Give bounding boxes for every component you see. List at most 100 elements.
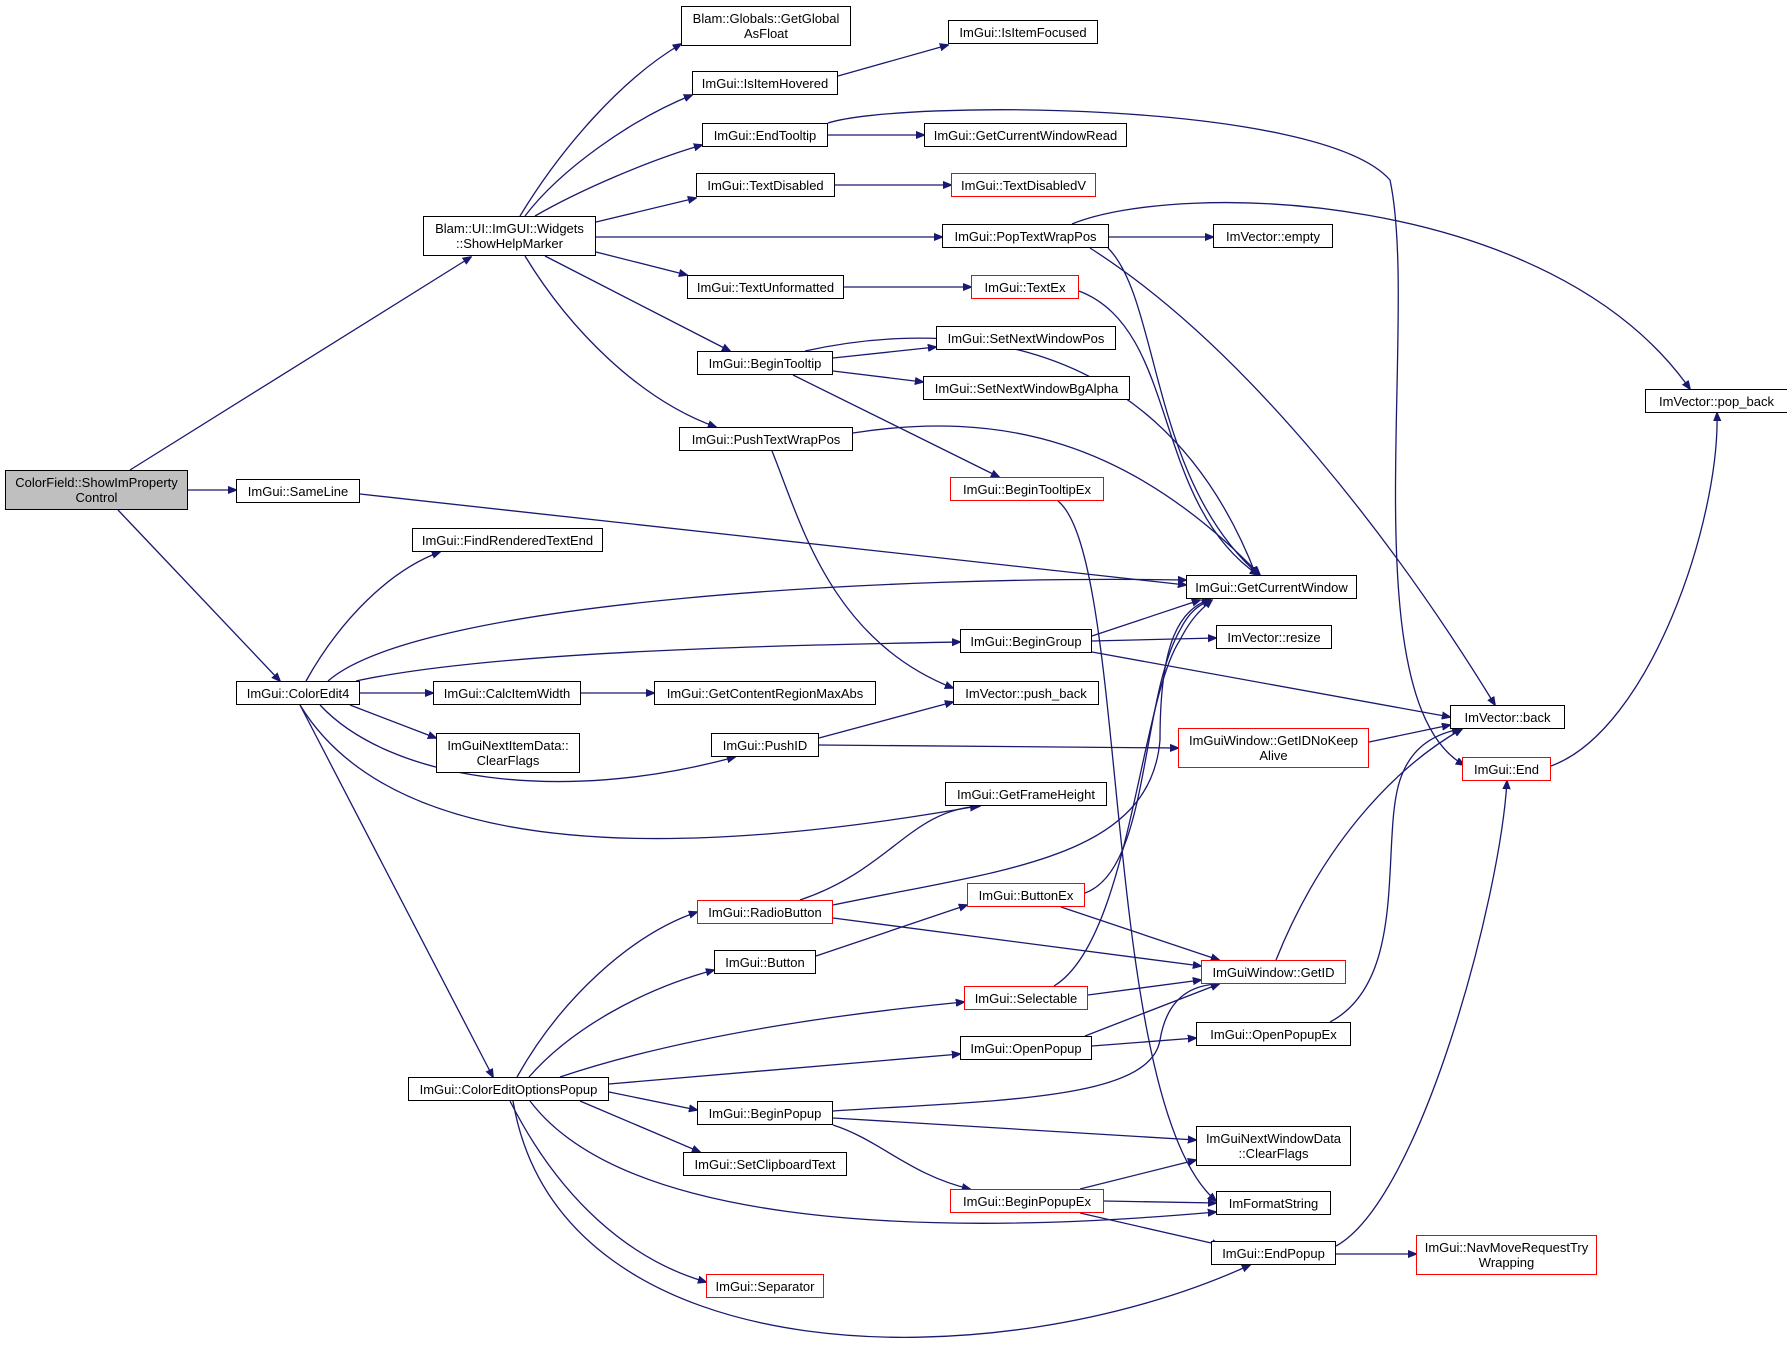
node-getidnokeepalive[interactable]: ImGuiWindow::GetIDNoKeep Alive	[1178, 728, 1369, 768]
node-button[interactable]: ImGui::Button	[714, 950, 816, 974]
edge-begintooltip-getcurwin	[804, 337, 1256, 575]
edge-coloredit4-coloreditoptions	[299, 704, 493, 1077]
node-pushtextwrappos[interactable]: ImGui::PushTextWrapPos	[679, 427, 853, 451]
edge-helpmarker-isitemhovered	[524, 95, 692, 217]
node-getglobalasfloat[interactable]: Blam::Globals::GetGlobal AsFloat	[681, 6, 851, 46]
edge-helpmarker-textdisabled	[595, 198, 696, 223]
node-textex[interactable]: ImGui::TextEx	[971, 275, 1079, 299]
node-beginpopup[interactable]: ImGui::BeginPopup	[697, 1101, 833, 1125]
call-edges	[117, 44, 1717, 1338]
edge-poptextwrap-popback	[1071, 202, 1690, 389]
edge-helpmarker-endtooltip	[534, 145, 702, 217]
edge-selectable-getcurwin	[1053, 600, 1212, 987]
node-begintooltip[interactable]: ImGui::BeginTooltip	[697, 351, 833, 375]
node-imvector-resize[interactable]: ImVector::resize	[1216, 625, 1332, 649]
node-isitemfocused[interactable]: ImGui::IsItemFocused	[948, 20, 1098, 44]
edge-textex-getcurwin	[1078, 290, 1258, 575]
node-separator[interactable]: ImGui::Separator	[706, 1274, 824, 1298]
node-beginpopupex[interactable]: ImGui::BeginPopupEx	[950, 1189, 1104, 1213]
node-setclipboardtext[interactable]: ImGui::SetClipboardText	[683, 1152, 847, 1176]
edge-radiobutton-getid	[832, 917, 1201, 966]
edge-beginpopupex-endpopup	[1079, 1212, 1220, 1245]
edge-coloreditoptions-imformatstring	[529, 1100, 1216, 1224]
edge-buttonex-getid	[1060, 906, 1219, 960]
node-endpopup[interactable]: ImGui::EndPopup	[1211, 1241, 1336, 1265]
node-textunformatted[interactable]: ImGui::TextUnformatted	[687, 275, 844, 299]
node-radiobutton[interactable]: ImGui::RadioButton	[697, 900, 833, 924]
edge-coloredit4-nextitemclear	[349, 704, 436, 738]
edge-coloreditoptions-setclipboard	[579, 1100, 700, 1152]
edge-begintooltipex-imformatstring	[1057, 500, 1216, 1201]
node-end[interactable]: ImGui::End	[1462, 757, 1551, 781]
edge-coloreditoptions-openpopup	[608, 1054, 960, 1085]
edge-begintooltip-setnextwinpos	[832, 347, 936, 359]
edge-beginpopup-nextwinclear	[832, 1117, 1196, 1140]
edge-begintooltip-begintooltipex	[792, 374, 999, 477]
edge-coloredit4-findrendered	[305, 552, 440, 682]
node-imvector-pushback[interactable]: ImVector::push_back	[953, 681, 1099, 705]
edge-getid-vecback	[1275, 729, 1462, 961]
node-pushid[interactable]: ImGui::PushID	[711, 733, 819, 757]
node-coloredit4[interactable]: ImGui::ColorEdit4	[236, 681, 360, 705]
node-textdisabledv[interactable]: ImGui::TextDisabledV	[951, 173, 1096, 197]
node-getcurrentwindowread[interactable]: ImGui::GetCurrentWindowRead	[924, 123, 1127, 147]
node-navmoverequesttrywrapping[interactable]: ImGui::NavMoveRequestTry Wrapping	[1416, 1235, 1597, 1275]
edge-endpopup-end	[1335, 781, 1507, 1247]
node-getframeheight[interactable]: ImGui::GetFrameHeight	[945, 782, 1107, 806]
node-begintooltipex[interactable]: ImGui::BeginTooltipEx	[950, 477, 1104, 501]
edge-coloreditoptions-radiobutton	[516, 912, 697, 1078]
edge-sameline-getcurwin	[359, 493, 1186, 585]
node-imvector-back[interactable]: ImVector::back	[1450, 705, 1565, 729]
node-openpopup[interactable]: ImGui::OpenPopup	[960, 1036, 1092, 1060]
edge-poptextwrap-getcurwin	[1107, 247, 1259, 575]
edge-getidnokeep-vecback	[1368, 725, 1450, 743]
edge-selectable-getid	[1087, 980, 1201, 996]
edge-coloredit4-getcurwin	[327, 579, 1186, 682]
node-textdisabled[interactable]: ImGui::TextDisabled	[696, 173, 835, 197]
edge-pushid-getidnokeep	[818, 745, 1178, 748]
edge-poptextwrap-vecback	[1089, 247, 1495, 705]
node-nextwindowdata-clearflags[interactable]: ImGuiNextWindowData ::ClearFlags	[1196, 1126, 1351, 1166]
edge-endtooltip-end	[827, 109, 1464, 765]
edge-beginpopupex-nextwinclear	[1079, 1160, 1196, 1190]
node-imvector-empty[interactable]: ImVector::empty	[1213, 224, 1333, 248]
edge-coloredit4-getframeheight	[299, 704, 978, 840]
node-coloreditoptionspopup[interactable]: ImGui::ColorEditOptionsPopup	[408, 1077, 609, 1101]
node-getcurrentwindow[interactable]: ImGui::GetCurrentWindow	[1186, 575, 1357, 599]
node-selectable[interactable]: ImGui::Selectable	[964, 986, 1088, 1010]
node-buttonex[interactable]: ImGui::ButtonEx	[967, 883, 1085, 907]
node-nextitemdata-clearflags[interactable]: ImGuiNextItemData:: ClearFlags	[436, 733, 580, 773]
edge-coloreditoptions-selectable	[559, 1002, 964, 1078]
edge-root-helpmarker	[129, 257, 471, 471]
edge-openpopup-openpopupex	[1091, 1038, 1196, 1047]
edge-radiobutton-getframeheight	[799, 806, 980, 901]
node-poptextwrappos[interactable]: ImGui::PopTextWrapPos	[942, 224, 1109, 248]
edge-begingroup-vecback	[1091, 651, 1450, 717]
edge-begingroup-getcurwin	[1091, 600, 1200, 637]
node-isitemhovered[interactable]: ImGui::IsItemHovered	[692, 71, 838, 95]
node-showhelpmarker[interactable]: Blam::UI::ImGUI::Widgets ::ShowHelpMarke…	[423, 216, 596, 256]
edge-beginpopup-getid	[832, 984, 1219, 1112]
node-setnextwindowbgalpha[interactable]: ImGui::SetNextWindowBgAlpha	[923, 376, 1130, 400]
node-findrenderedtextend[interactable]: ImGui::FindRenderedTextEnd	[412, 528, 603, 552]
node-imvector-popback[interactable]: ImVector::pop_back	[1645, 389, 1787, 413]
node-setnextwindowpos[interactable]: ImGui::SetNextWindowPos	[936, 326, 1116, 350]
edge-isitemhovered-isitemfocused	[837, 45, 948, 77]
edge-coloreditoptions-endpopup	[512, 1100, 1250, 1338]
node-colorfield-showimpropertycontrol[interactable]: ColorField::ShowImProperty Control	[5, 470, 188, 510]
edge-pushid-pushback	[818, 702, 953, 739]
edge-helpmarker-textunformatted	[595, 251, 687, 275]
node-begingroup[interactable]: ImGui::BeginGroup	[960, 629, 1092, 653]
edge-root-coloredit4	[117, 509, 280, 681]
node-sameline[interactable]: ImGui::SameLine	[236, 479, 360, 503]
node-imformatstring[interactable]: ImFormatString	[1216, 1191, 1331, 1215]
node-openpopupex[interactable]: ImGui::OpenPopupEx	[1196, 1022, 1351, 1046]
edge-pushtextwrap-getcurwin	[852, 425, 1260, 575]
node-getcontentregionmaxabs[interactable]: ImGui::GetContentRegionMaxAbs	[654, 681, 876, 705]
node-calcitemwidth[interactable]: ImGui::CalcItemWidth	[433, 681, 581, 705]
node-endtooltip[interactable]: ImGui::EndTooltip	[702, 123, 828, 147]
edge-buttonex-getcurwin	[1084, 600, 1210, 894]
edge-coloredit4-pushid	[319, 704, 735, 783]
node-getid[interactable]: ImGuiWindow::GetID	[1201, 960, 1346, 984]
